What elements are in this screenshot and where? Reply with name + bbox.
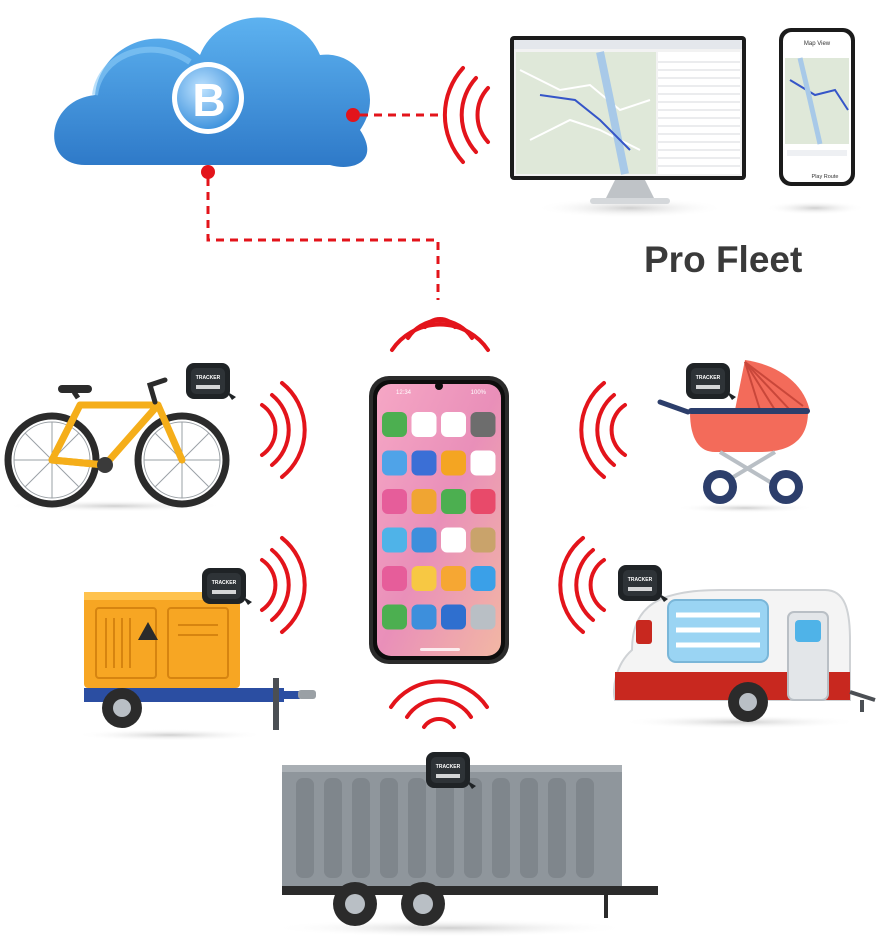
stroller [657, 360, 815, 513]
central-smartphone: 12:34 100% [369, 376, 509, 664]
tracker-icon [618, 565, 668, 602]
app-icon [382, 412, 407, 437]
app-icon [441, 604, 466, 630]
desktop-monitor [510, 36, 746, 218]
app-icon [411, 489, 437, 514]
app-icon [470, 566, 496, 591]
pro-fleet-label: Pro Fleet [644, 239, 802, 280]
signal-waves-bicycle [260, 381, 307, 479]
app-icon [470, 527, 496, 553]
app-icon [470, 604, 496, 630]
generator-trailer [75, 568, 316, 741]
cloud-icon: B [54, 17, 371, 179]
app-icon [411, 527, 437, 553]
tracker-icon [426, 752, 476, 789]
cloud-logo-icon: B [192, 74, 225, 126]
app-icon [441, 412, 466, 437]
connection-lines [206, 113, 445, 300]
app-icon [411, 566, 437, 591]
mobile-app-title: Map View [804, 41, 831, 47]
app-icon [411, 604, 437, 630]
play-route-button[interactable]: Play Route [812, 174, 839, 180]
camper-trailer [613, 565, 876, 729]
tracker-icon [686, 363, 736, 400]
signal-waves-generator [260, 536, 307, 634]
signal-waves-camper [558, 536, 606, 634]
phone-battery: 100% [471, 390, 487, 396]
phone-time: 12:34 [396, 390, 412, 396]
app-icon-grid [382, 412, 496, 630]
app-icon [441, 566, 466, 591]
app-icon [470, 412, 496, 437]
app-icon [441, 489, 466, 514]
app-icon [411, 412, 437, 437]
app-icon [470, 450, 496, 476]
app-icon [382, 527, 407, 553]
tracker-icon [202, 568, 252, 605]
app-icon [411, 450, 437, 476]
bicycle [4, 363, 236, 512]
cargo-trailer [270, 752, 658, 937]
tracker-icon [186, 363, 236, 400]
mobile-app-phone: Map View Play Route [765, 28, 865, 215]
app-icon [382, 489, 407, 514]
app-icon [382, 604, 407, 630]
signal-waves-cargo [389, 679, 489, 729]
signal-waves-stroller [579, 381, 627, 479]
signal-waves-cloud [442, 66, 490, 164]
app-icon [441, 527, 466, 553]
app-icon [382, 566, 407, 591]
signal-waves-phone-top [390, 317, 490, 352]
app-icon [441, 450, 466, 476]
app-icon [382, 450, 407, 476]
app-icon [470, 489, 496, 514]
